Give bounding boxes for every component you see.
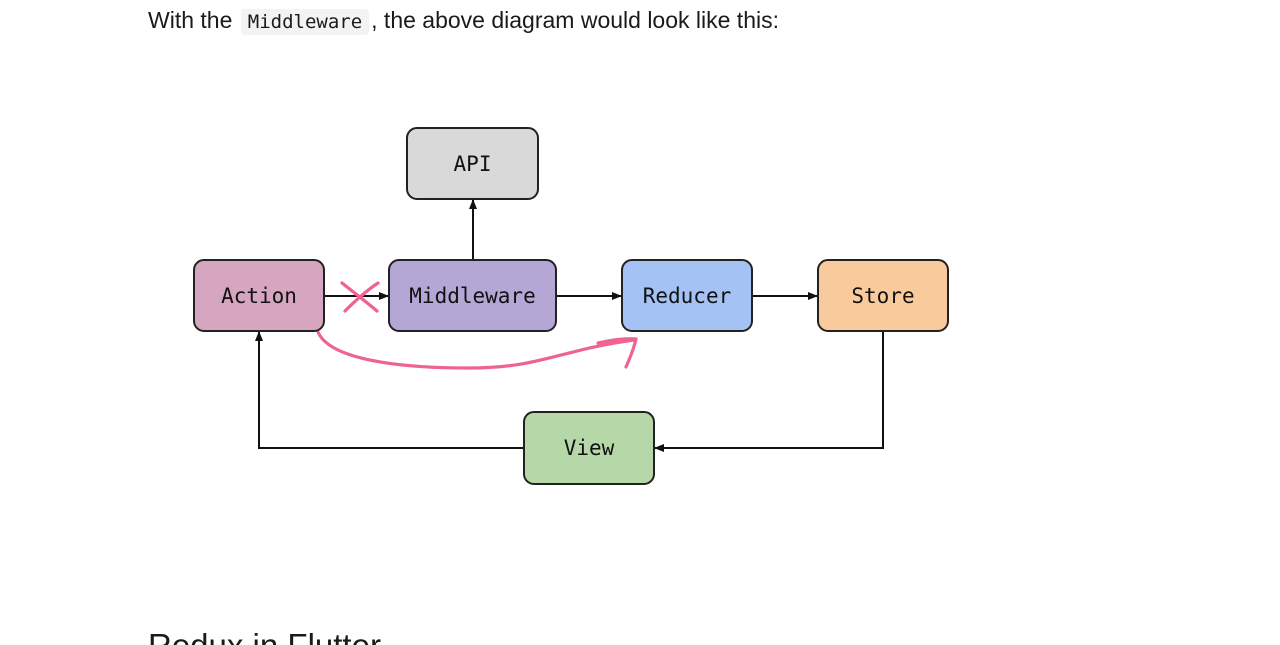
section-heading: Redux in Flutter [148,626,381,645]
intro-text-before: With the [148,7,233,33]
node-middleware: Middleware [388,259,557,332]
node-store-label: Store [851,283,915,308]
node-api-label: API [453,151,492,176]
bypass-curve-arrow [316,330,638,370]
intro-text-after: , the above diagram would look like this… [371,7,779,33]
node-store: Store [817,259,949,332]
node-view-label: View [563,436,615,460]
node-action: Action [193,259,325,332]
node-reducer: Reducer [621,259,753,332]
arrow-view-to-action [255,331,523,449]
intro-paragraph: With the Middleware, the above diagram w… [148,4,779,38]
inline-code-middleware: Middleware [240,9,370,35]
node-view: View [523,411,655,485]
node-middleware-label: Middleware [409,283,536,308]
node-api: API [406,127,539,200]
node-action-label: Action [221,283,297,308]
node-reducer-label: Reducer [642,283,732,308]
cross-out-mark [340,281,380,313]
arrow-store-to-view [654,332,884,452]
